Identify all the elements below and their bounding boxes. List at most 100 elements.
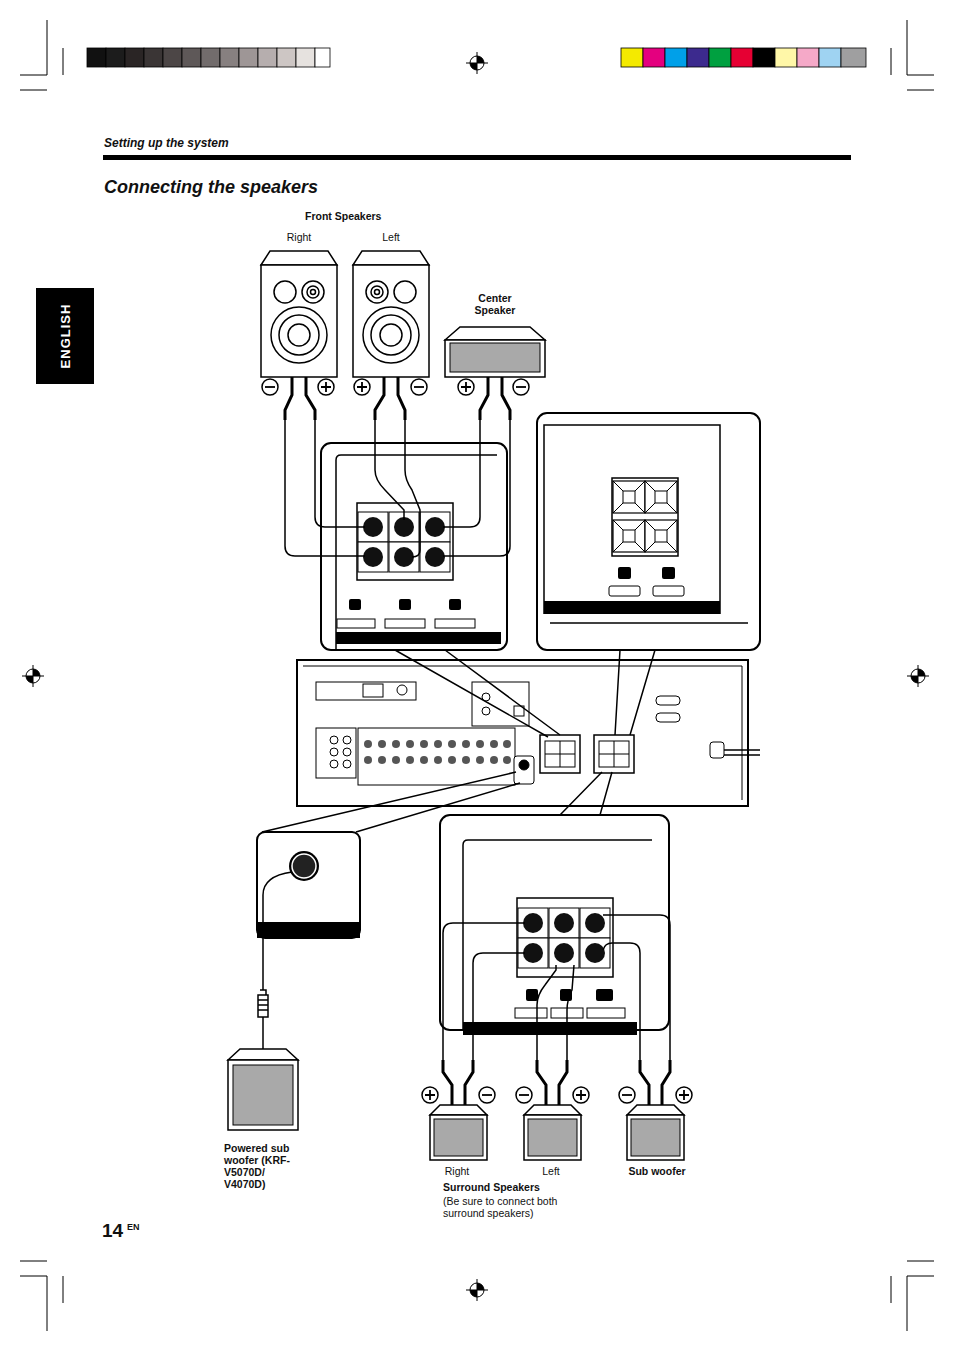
drawing-part [258, 990, 268, 1049]
drawing-part [257, 922, 360, 938]
drawing-part [462, 740, 470, 748]
drawing-part [473, 953, 525, 1060]
drawing-part [560, 772, 612, 815]
drawing-part [627, 1105, 684, 1115]
drawing-part [513, 379, 529, 395]
drawing-part [385, 619, 425, 628]
drawing-part [228, 1049, 298, 1060]
drawing-part [87, 48, 106, 67]
drawing-part [445, 340, 545, 377]
speaker-label: Sub woofer [614, 1165, 700, 1177]
drawing-part [302, 281, 324, 303]
drawing-part [411, 379, 427, 395]
drawing-part [631, 1119, 680, 1156]
drawing-part [420, 542, 450, 572]
drawing-part [405, 420, 420, 557]
speaker-label: Left [518, 1165, 584, 1177]
drawing-part [285, 377, 315, 420]
drawing-part [371, 315, 411, 355]
drawing-part [753, 48, 775, 67]
drawing-part [395, 650, 560, 737]
drawing-part [643, 48, 665, 67]
drawing-part [239, 48, 258, 67]
drawing-part [537, 1060, 567, 1105]
drawing-part [580, 938, 610, 968]
drawing-part [550, 622, 748, 624]
speaker-node: Right [255, 231, 343, 381]
drawing-part [363, 307, 419, 363]
drawing-part [36, 288, 94, 384]
drawing-part [609, 586, 684, 596]
drawing-part [406, 756, 414, 764]
drawing-part [544, 425, 720, 614]
drawing-part [336, 455, 497, 650]
drawing-part [316, 728, 356, 778]
drawing-part [907, 665, 929, 687]
drawing-part [519, 760, 529, 770]
drawing-part [797, 48, 819, 67]
drawing-part [665, 48, 687, 67]
drawing-part [731, 48, 753, 67]
drawing-part [330, 736, 351, 768]
drawing-part [289, 851, 319, 881]
drawing-part [656, 713, 680, 722]
drawing-part [258, 872, 292, 1049]
drawing-part [364, 740, 372, 748]
speaker-label: Left [351, 231, 431, 243]
drawing-part [434, 756, 442, 764]
drawing-part [228, 1049, 298, 1130]
drawing-part [618, 567, 631, 579]
drawing-part [450, 343, 540, 372]
drawing-part [420, 740, 428, 748]
drawing-part [472, 682, 529, 726]
drawing-part [516, 1087, 532, 1103]
language-tab: ENGLISH [58, 304, 73, 369]
drawing-part [463, 840, 652, 1030]
drawing-part [297, 660, 748, 806]
drawing-part [430, 1115, 487, 1160]
drawing-part [271, 307, 327, 363]
drawing-part [524, 1105, 581, 1115]
drawing-part [144, 48, 163, 67]
drawing-part [517, 898, 613, 977]
drawing-part [364, 740, 511, 764]
drawing-part [710, 742, 724, 758]
drawing-part [336, 632, 501, 644]
drawing-part [201, 48, 220, 67]
drawing-part [366, 281, 388, 303]
drawing-part [479, 1087, 495, 1103]
drawing-part [380, 324, 402, 346]
drawing-part [463, 1022, 637, 1035]
drawing-part [20, 20, 63, 90]
speaker-node: Center Speaker [440, 292, 550, 380]
drawing-part [435, 619, 475, 628]
drawing-part [103, 155, 851, 160]
speaker-label: Powered sub woofer (KRF-V5070D/ V4070D) [224, 1142, 304, 1190]
drawing-part [462, 756, 470, 764]
speaker-node: Sub woofer [612, 1100, 702, 1177]
drawing-part [640, 1060, 670, 1105]
drawing-part [318, 379, 334, 395]
drawing-part [330, 748, 338, 756]
drawing-part [20, 1261, 63, 1331]
drawing-part [687, 48, 709, 67]
drawing-part [434, 1119, 483, 1156]
section-heading: Setting up the system [104, 136, 229, 150]
drawing-part [182, 48, 201, 67]
speaker-node: Left [516, 1100, 586, 1177]
drawing-part [228, 1060, 298, 1130]
drawing-part [537, 413, 760, 650]
drawing-part [106, 48, 125, 67]
drawing-part [233, 1065, 293, 1125]
drawing-part [262, 379, 278, 395]
drawing-part [891, 20, 934, 90]
drawing-part [544, 601, 720, 614]
drawing-part [443, 420, 480, 527]
drawing-part [353, 251, 429, 265]
speaker-node: Right [422, 1100, 492, 1177]
drawing-part [503, 756, 511, 764]
drawing-part [709, 48, 731, 67]
drawing-part [662, 567, 675, 579]
